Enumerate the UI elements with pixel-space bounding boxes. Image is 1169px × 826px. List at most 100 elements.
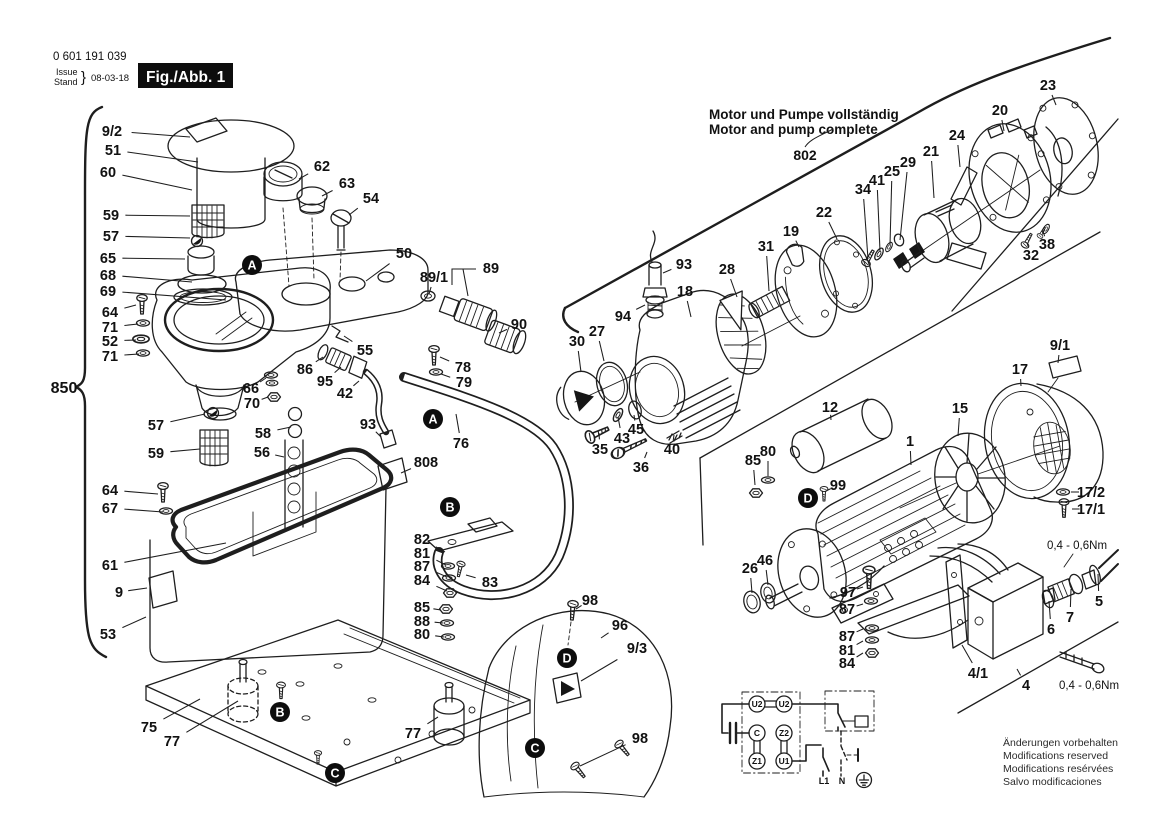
motor-art [743,445,993,658]
leader-line [124,323,139,327]
part-callout-label: 4/1 [968,666,988,682]
cover-plate-art [234,161,429,332]
svg-text:Z1: Z1 [752,756,762,766]
part-callout-label: 1 [906,434,914,450]
leader-line [1069,588,1072,608]
svg-text:U2: U2 [752,699,763,709]
part-callout-label: 12 [822,400,838,416]
leader-line [825,488,832,492]
part-callout-label: 58 [255,426,271,442]
footer-note-fr: Modifications resérvées [1003,763,1113,775]
terminal-u2-b: U2 [775,695,793,713]
group-ref-number: 802 [793,147,817,163]
svg-text:C: C [530,742,539,756]
shield-cover-art [478,599,673,798]
phase-label: L1 [819,776,830,786]
part-callout-label: 4 [1022,678,1030,694]
footer-note-es: Salvo modificaciones [1003,776,1102,788]
leader-line [765,569,769,586]
leader-line [124,353,140,356]
group-note: Motor und Pumpe vollständig Motor and pu… [709,107,899,163]
figure-label-box [138,63,233,88]
part-callout-label: 35 [592,442,608,458]
part-callout-label: 77 [164,734,180,750]
leader-line [427,716,439,725]
leader-line [856,640,864,646]
leader-line [577,350,582,373]
leader-line [375,431,382,438]
leader-line [766,255,770,292]
leader-line [465,574,476,579]
part-callout-label: 68 [100,268,116,284]
part-callout-label: 32 [1023,248,1039,264]
leader-line [876,189,881,252]
leader-line [617,416,621,429]
leader-line [498,328,508,334]
part-callout-label: 36 [633,460,649,476]
leader-line [1097,573,1100,592]
part-callout-label: 76 [453,436,469,452]
part-callout-label: 75 [141,720,157,736]
assembly-marker-a: A [242,255,262,275]
svg-text:B: B [275,706,284,720]
part-callout-label: 6 [1047,622,1055,638]
part-callout-label: 53 [100,627,116,643]
part-callout-label: 40 [664,442,680,458]
part-callout-label: 25 [884,164,900,180]
terminal-z1: Z1 [748,752,766,770]
part-callout-label: 87 [839,602,855,618]
part-callout-label: 51 [105,143,121,159]
terminal-u2-a: U2 [748,695,766,713]
group-note-en: Motor and pump complete [709,122,878,137]
part-callout-label: 88 [414,614,430,630]
part-callout-label: 9/1 [1050,338,1070,354]
leader-lines [122,94,1100,767]
part-callout-label: 98 [582,593,598,609]
stand-label: Stand [54,77,78,87]
part-callout-label: 95 [317,374,333,390]
tank-art [149,406,394,663]
part-callout-label: 30 [569,334,585,350]
leader-line [122,275,193,283]
leader-line [434,621,444,624]
part-callout-label: 63 [339,176,355,192]
part-callout-label: 65 [100,251,116,267]
part-callout-label: 80 [760,444,776,460]
assembly-marker-a: A [423,409,443,429]
neutral-label: N [839,776,846,786]
part-callout-label: 9/3 [627,641,647,657]
pump-housing-art [628,230,749,445]
leader-line [428,286,432,295]
part-callout-label: 45 [628,422,644,438]
part-callout-label: 86 [297,362,313,378]
label-stickers-art [148,457,408,609]
leader-line [124,542,227,563]
leader-line [580,659,618,682]
pump-internals-art [715,233,925,375]
terminal-c: C [748,724,766,742]
part-callout-label: 82 [414,532,430,548]
assembly-marker-c: C [325,763,345,783]
leader-line [436,571,448,578]
leader-line [163,698,201,720]
leader-line [435,635,445,638]
svg-text:D: D [803,492,812,506]
leader-line [961,644,973,664]
issue-date: 08-03-18 [91,73,129,84]
svg-text:C: C [754,728,760,738]
part-callout-label: 808 [414,455,438,471]
leader-line [750,577,753,594]
leader-line [633,414,636,421]
leader-line [343,335,353,343]
leader-line [455,413,460,434]
leader-line [1001,119,1005,132]
leader-line [125,214,191,217]
leader-line [931,160,935,199]
part-callout-label: 29 [900,155,916,171]
issue-brace: } [81,69,86,86]
part-callout-label: 50 [396,246,412,262]
assembly-marker-b: B [270,702,290,722]
part-callout-label: 71 [102,320,118,336]
part-callout-label: 77 [405,726,421,742]
